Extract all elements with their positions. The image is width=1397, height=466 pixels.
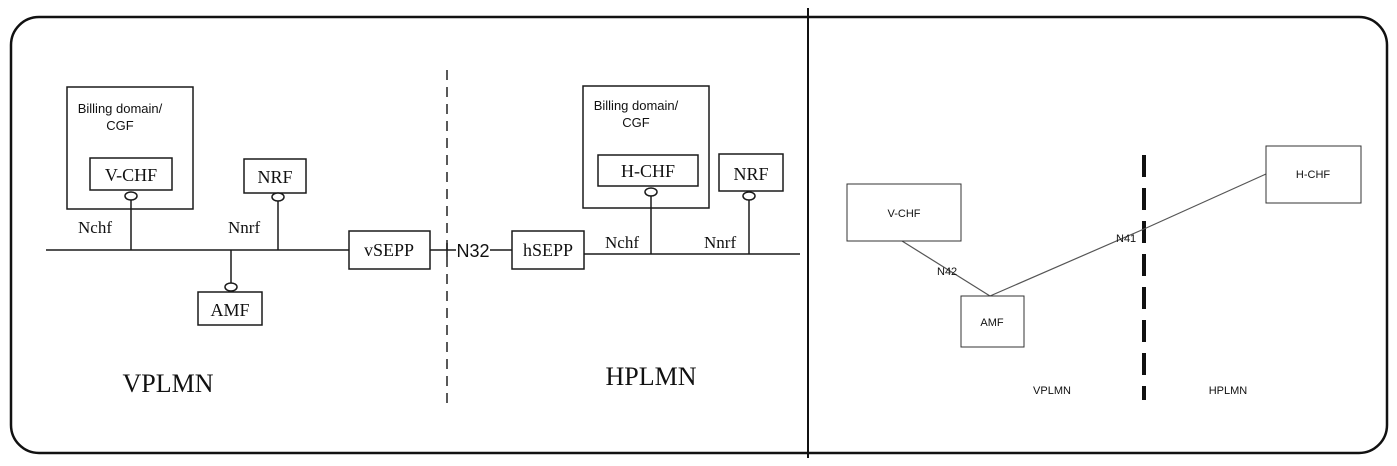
h-chf-label: H-CHF: [621, 161, 675, 181]
n41-link-lower: [989, 228, 1145, 297]
billing-domain-h-line2: CGF: [622, 115, 650, 130]
n42-link: [901, 240, 991, 297]
nrf-v-box: [243, 158, 307, 194]
nrf-v-label: NRF: [257, 167, 292, 187]
v-chf-label: V-CHF: [105, 165, 157, 185]
nrf-h-label: NRF: [733, 164, 768, 184]
nchf-v-label: Nchf: [78, 218, 112, 237]
left-panel: Billing domain/ CGF V-CHF Nchf NRF Nnrf …: [46, 70, 800, 408]
n41-label: N41: [1116, 233, 1136, 245]
hplmn-label: HPLMN: [605, 362, 696, 391]
vsepp-box: [348, 230, 431, 270]
hsepp-box: [511, 230, 585, 270]
nchf-h-label: Nchf: [605, 233, 639, 252]
n32-label: N32: [456, 241, 489, 261]
amf-label-right: AMF: [980, 317, 1004, 329]
billing-domain-v-line1: Billing domain/: [78, 101, 163, 116]
amf-label: AMF: [210, 300, 249, 320]
billing-domain-v-line2: CGF: [106, 118, 134, 133]
vsepp-label: vSEPP: [364, 240, 414, 260]
right-panel: V-CHF H-CHF AMF N42 N41 VPLMN HPLMN: [846, 145, 1362, 400]
n42-label: N42: [937, 266, 957, 278]
hplmn-label-right: HPLMN: [1209, 385, 1248, 397]
vplmn-label: VPLMN: [122, 369, 213, 398]
v-chf-box-right: [846, 183, 962, 242]
n41-link-upper: [1143, 173, 1267, 230]
amf-interface-port: [224, 282, 238, 292]
nrf-h-box: [718, 153, 784, 192]
hsepp-label: hSEPP: [523, 240, 573, 260]
amf-box-right: [960, 295, 1025, 348]
h-chf-box: [597, 154, 699, 187]
nnrf-v-label: Nnrf: [228, 218, 260, 237]
vplmn-label-right: VPLMN: [1033, 385, 1071, 397]
billing-domain-h-line1: Billing domain/: [594, 98, 679, 113]
billing-domain-h-box: [582, 85, 710, 209]
h-chf-box-right: [1265, 145, 1362, 204]
v-chf-interface-port: [124, 191, 138, 201]
outer-frame: [9, 15, 1389, 455]
h-chf-label-right: H-CHF: [1296, 169, 1330, 181]
amf-box: [197, 291, 263, 326]
nrf-h-interface-port: [742, 191, 756, 201]
nnrf-h-label: Nnrf: [704, 233, 736, 252]
v-chf-box: [89, 157, 173, 191]
h-chf-interface-port: [644, 187, 658, 197]
v-chf-label-right: V-CHF: [888, 208, 921, 220]
nrf-v-interface-port: [271, 192, 285, 202]
